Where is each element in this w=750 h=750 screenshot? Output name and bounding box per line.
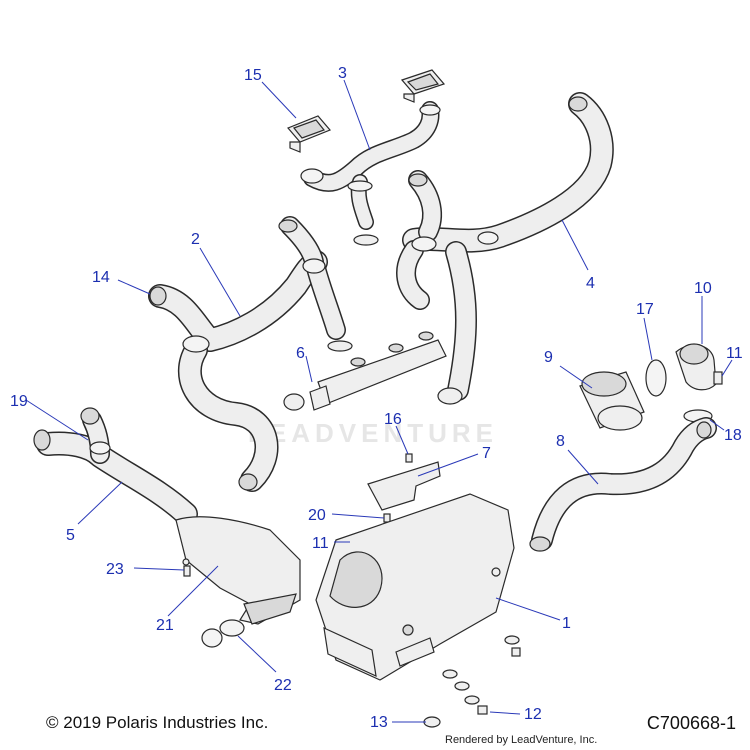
callout-11-right: 11 (726, 345, 743, 362)
callout-10: 10 (694, 280, 712, 297)
callout-13: 13 (370, 714, 388, 731)
leader-lines (25, 79, 733, 723)
part-22-clamp-ring[interactable] (201, 619, 245, 648)
callout-1: 1 (562, 615, 571, 632)
part-21-duct-housing[interactable] (175, 516, 301, 625)
callout-14: 14 (92, 269, 110, 286)
part-2-middle-duct[interactable] (148, 216, 353, 492)
drawing-id: C700668-1 (646, 713, 736, 733)
callout-20: 20 (308, 507, 326, 524)
part-4-long-duct[interactable] (396, 92, 614, 405)
callout-17: 17 (636, 301, 654, 318)
callout-12: 12 (524, 706, 542, 723)
callout-3: 3 (338, 65, 347, 82)
part-23-screw[interactable] (183, 565, 191, 577)
copyright-notice: © 2019 Polaris Industries Inc. (46, 713, 269, 732)
part-11-small-fitting[interactable] (713, 371, 723, 385)
callout-7: 7 (482, 445, 491, 462)
callout-8: 8 (556, 433, 565, 450)
callout-15: 15 (244, 67, 262, 84)
callout-22: 22 (274, 677, 292, 694)
part-15-intake-vent-left[interactable] (286, 115, 332, 153)
callout-4: 4 (586, 275, 595, 292)
part-1-airbox[interactable] (315, 493, 515, 681)
part-10-elbow[interactable] (675, 343, 717, 391)
callout-16: 16 (384, 411, 402, 428)
rendered-by-credit: Rendered by LeadVenture, Inc. (445, 734, 598, 746)
part-6-manifold[interactable] (283, 331, 447, 411)
part-15-intake-vent-right[interactable] (400, 69, 446, 103)
part-13-washer[interactable] (423, 716, 441, 728)
part-8-lower-duct[interactable] (529, 417, 717, 552)
part-20-screw[interactable] (383, 513, 391, 523)
callout-2: 2 (191, 231, 200, 248)
callout-5: 5 (66, 527, 75, 544)
part-3-upper-duct[interactable] (300, 101, 441, 246)
part-5-lower-left-duct[interactable] (33, 407, 198, 526)
callout-9: 9 (544, 349, 553, 366)
watermark-text: LEADVENTURE (248, 418, 499, 448)
callout-23: 23 (106, 561, 124, 578)
callout-18: 18 (724, 427, 742, 444)
callout-6: 6 (296, 345, 305, 362)
part-17-clamp[interactable] (645, 359, 667, 397)
callout-11-left: 11 (312, 535, 329, 552)
callout-19: 19 (10, 393, 28, 410)
part-16-screw[interactable] (405, 453, 413, 463)
part-12-fasteners[interactable] (442, 635, 521, 715)
callout-21: 21 (156, 617, 174, 634)
part-7-bracket[interactable] (367, 461, 441, 511)
part-9-filter[interactable] (579, 371, 645, 431)
